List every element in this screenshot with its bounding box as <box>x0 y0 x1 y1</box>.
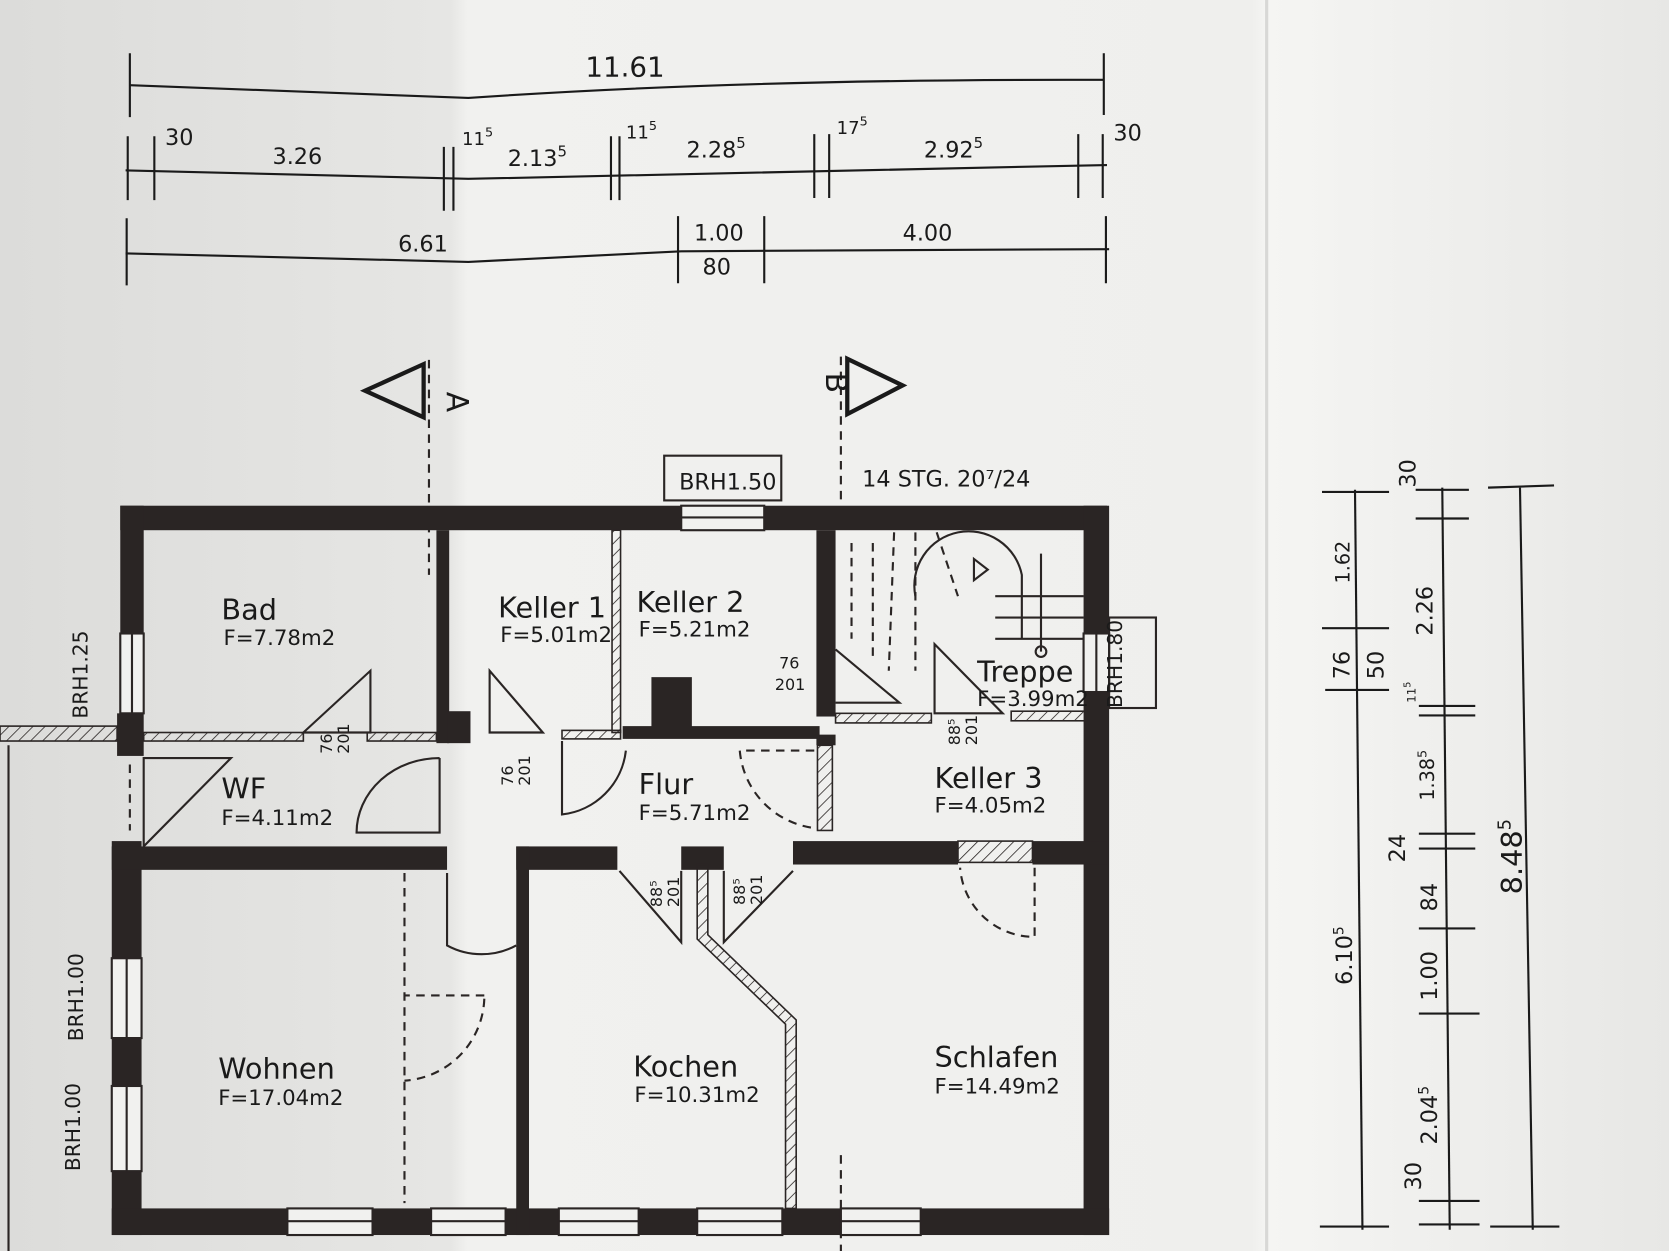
svg-text:2.285: 2.285 <box>687 134 746 164</box>
svg-text:175: 175 <box>837 115 868 140</box>
svg-text:Bad: Bad <box>221 593 277 627</box>
svg-text:F=4.11m2: F=4.11m2 <box>221 806 333 831</box>
svg-text:Flur: Flur <box>639 767 694 801</box>
sill-height-wohnen-2: BRH1.00 <box>61 1083 85 1171</box>
svg-text:8.485: 8.485 <box>1494 819 1529 895</box>
svg-text:76: 76 <box>317 733 336 753</box>
svg-text:201: 201 <box>775 675 805 694</box>
height-segment-labels: 1.62 76 6.105 30 2.26 50 115 1.385 24 84… <box>1330 459 1529 1190</box>
svg-text:2.26: 2.26 <box>1413 586 1439 636</box>
svg-text:B: B <box>818 373 853 393</box>
svg-text:6.105: 6.105 <box>1331 926 1358 985</box>
svg-text:80: 80 <box>703 255 731 281</box>
svg-text:1.385: 1.385 <box>1415 750 1438 801</box>
svg-text:115: 115 <box>1402 682 1418 703</box>
svg-text:88⁵: 88⁵ <box>730 878 749 905</box>
sill-height-wohnen-1: BRH1.00 <box>64 953 88 1041</box>
svg-text:F=7.78m2: F=7.78m2 <box>224 626 336 651</box>
svg-text:Wohnen: Wohnen <box>218 1052 335 1086</box>
svg-text:6.61: 6.61 <box>398 231 448 257</box>
svg-text:F=14.49m2: F=14.49m2 <box>935 1074 1060 1099</box>
room-keller-2: Keller 2F=5.21m2 <box>637 585 751 642</box>
svg-text:24: 24 <box>1385 834 1411 862</box>
svg-text:30: 30 <box>1113 121 1141 147</box>
sill-height-top: BRH1.50 <box>679 470 776 496</box>
windows <box>110 454 1158 1237</box>
svg-text:Keller 2: Keller 2 <box>637 585 745 619</box>
svg-text:115: 115 <box>626 119 657 144</box>
svg-text:76: 76 <box>498 765 517 785</box>
section-marker-b: B <box>818 355 908 1251</box>
svg-text:30: 30 <box>1401 1162 1427 1190</box>
svg-text:30: 30 <box>165 125 193 151</box>
svg-text:4.00: 4.00 <box>903 221 953 247</box>
room-keller-3: Keller 3F=4.05m2 <box>935 761 1047 818</box>
svg-text:F=3.99m2: F=3.99m2 <box>977 687 1089 712</box>
walls <box>0 505 1110 1251</box>
svg-text:F=4.05m2: F=4.05m2 <box>935 793 1047 818</box>
svg-text:1.00: 1.00 <box>694 221 744 247</box>
svg-text:88⁵: 88⁵ <box>945 719 964 746</box>
svg-text:1.62: 1.62 <box>1332 541 1355 584</box>
svg-text:201: 201 <box>515 755 534 785</box>
svg-text:Kochen: Kochen <box>633 1049 738 1083</box>
svg-text:88⁵: 88⁵ <box>647 880 666 907</box>
svg-text:Keller 1: Keller 1 <box>498 591 606 625</box>
svg-text:F=5.71m2: F=5.71m2 <box>639 801 751 826</box>
svg-text:201: 201 <box>747 875 766 905</box>
svg-text:WF: WF <box>221 772 266 806</box>
svg-text:F=10.31m2: F=10.31m2 <box>634 1083 759 1108</box>
svg-text:2.135: 2.135 <box>508 143 567 173</box>
top-dimension-lines <box>125 53 1110 286</box>
svg-text:201: 201 <box>664 877 683 907</box>
svg-text:84: 84 <box>1417 883 1443 911</box>
sill-height-right: BRH1.80 <box>1103 620 1127 708</box>
svg-text:2.925: 2.925 <box>924 134 983 164</box>
svg-text:50: 50 <box>1364 651 1390 679</box>
svg-text:A: A <box>439 392 474 413</box>
svg-text:201: 201 <box>334 723 353 753</box>
svg-text:30: 30 <box>1396 459 1422 487</box>
width-segment-labels: 30 3.26 115 2.135 115 2.285 175 2.925 30… <box>165 115 1142 281</box>
svg-text:115: 115 <box>462 125 493 150</box>
staircase <box>834 530 1084 704</box>
overall-width-label: 11.61 <box>585 51 664 84</box>
section-marker-a: A <box>359 359 474 575</box>
right-dimension-lines <box>1319 484 1560 1230</box>
svg-text:Keller 3: Keller 3 <box>935 761 1043 795</box>
svg-text:76: 76 <box>779 654 799 673</box>
svg-text:201: 201 <box>962 715 981 745</box>
svg-text:F=5.21m2: F=5.21m2 <box>639 618 751 643</box>
stairs-note: 14 STG. 20⁷/24 <box>862 467 1030 493</box>
svg-text:F=5.01m2: F=5.01m2 <box>500 623 612 648</box>
svg-text:2.045: 2.045 <box>1416 1086 1443 1145</box>
svg-text:Schlafen: Schlafen <box>935 1040 1059 1074</box>
doors <box>128 641 1036 1204</box>
svg-text:3.26: 3.26 <box>272 144 322 170</box>
svg-text:1.00: 1.00 <box>1417 951 1443 1001</box>
svg-text:76: 76 <box>1330 651 1356 679</box>
room-keller-1: Keller 1F=5.01m2 <box>498 591 612 648</box>
svg-text:Treppe: Treppe <box>976 654 1073 688</box>
svg-text:F=17.04m2: F=17.04m2 <box>218 1086 343 1111</box>
sill-height-bad: BRH1.25 <box>68 630 92 718</box>
room-wf: WFF=4.11m2 <box>221 772 333 832</box>
